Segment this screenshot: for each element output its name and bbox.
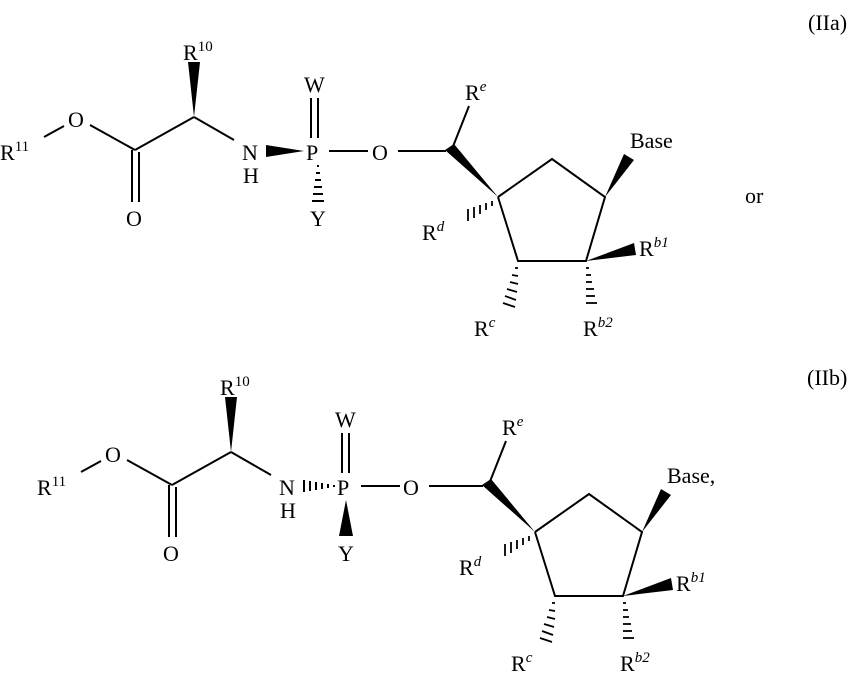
n-label: N	[242, 140, 258, 165]
connector-or: or	[745, 183, 764, 208]
cyclopentane-ring	[534, 492, 644, 597]
n-label: N	[279, 475, 295, 500]
rc-label: Rc	[511, 650, 533, 676]
hash-ring-rd	[504, 536, 530, 556]
wedge-ring-rb1	[623, 578, 673, 596]
rd-label: Rd	[459, 554, 482, 580]
carbonyl-oxygen: O	[163, 541, 179, 566]
w-label: W	[335, 407, 356, 432]
rd-label: Rd	[422, 219, 445, 245]
bond-o-carbonyl	[89, 124, 136, 151]
ester-oxygen: O	[105, 442, 121, 467]
cyclopentane-ring	[497, 157, 607, 262]
r11-label: R11	[0, 139, 29, 165]
formula-label-IIa: (IIa)	[808, 10, 847, 35]
re-label: Re	[465, 79, 487, 105]
bond-carbonyl-calpha	[171, 451, 232, 486]
hash-ring-rb2	[623, 602, 634, 639]
rb1-label: Rb1	[639, 235, 669, 261]
structure-IIb: (IIb) R11 O O R10 N H P	[37, 365, 847, 676]
ester-oxygen: O	[68, 107, 84, 132]
p-label: P	[306, 140, 318, 165]
bond-r11-o	[80, 460, 102, 473]
bond-calpha-n	[230, 451, 272, 476]
wedge-p-y	[339, 500, 353, 536]
carbonyl-oxygen: O	[126, 206, 142, 231]
rb2-label: Rb2	[583, 315, 613, 341]
wedge-calpha-r10	[225, 397, 237, 452]
structure-IIa: (IIa) R11 O O R10 N H P W Y	[0, 10, 847, 341]
wedge-ch-ring	[445, 144, 498, 197]
wedge-ring-rb1	[586, 243, 636, 261]
p-label: P	[337, 475, 349, 500]
wedge-n-p	[266, 145, 304, 157]
re-label: Re	[502, 414, 524, 440]
link-oxygen: O	[372, 140, 388, 165]
wedge-ring-base	[605, 154, 634, 197]
bond-ch-re	[488, 440, 507, 485]
wedge-ring-base	[642, 489, 671, 532]
y-label: Y	[310, 206, 326, 231]
h-label: H	[280, 498, 296, 523]
rb1-label: Rb1	[676, 570, 706, 596]
hash-ring-rb2	[586, 267, 597, 304]
bond-calpha-n	[193, 116, 235, 141]
hash-n-p	[303, 480, 335, 492]
wedge-calpha-r10	[188, 62, 200, 117]
r10-label: R10	[183, 39, 213, 65]
base-label: Base,	[667, 463, 715, 488]
hash-ring-rc	[539, 602, 556, 643]
hash-ring-rc	[502, 267, 519, 308]
rb2-label: Rb2	[620, 650, 650, 676]
hash-ring-rd	[467, 201, 493, 221]
hash-p-y	[312, 165, 324, 202]
link-oxygen: O	[403, 475, 419, 500]
formula-label-IIb: (IIb)	[807, 365, 847, 390]
h-label: H	[243, 163, 259, 188]
w-label: W	[304, 72, 325, 97]
bond-r11-o	[43, 125, 65, 138]
wedge-ch-ring	[482, 479, 535, 532]
y-label: Y	[338, 541, 354, 566]
bond-ch-re	[451, 105, 470, 150]
r11-label: R11	[37, 474, 66, 500]
bond-o-carbonyl	[126, 459, 173, 486]
r10-label: R10	[220, 374, 250, 400]
rc-label: Rc	[474, 315, 496, 341]
base-label: Base	[630, 128, 673, 153]
bond-carbonyl-calpha	[134, 116, 195, 151]
